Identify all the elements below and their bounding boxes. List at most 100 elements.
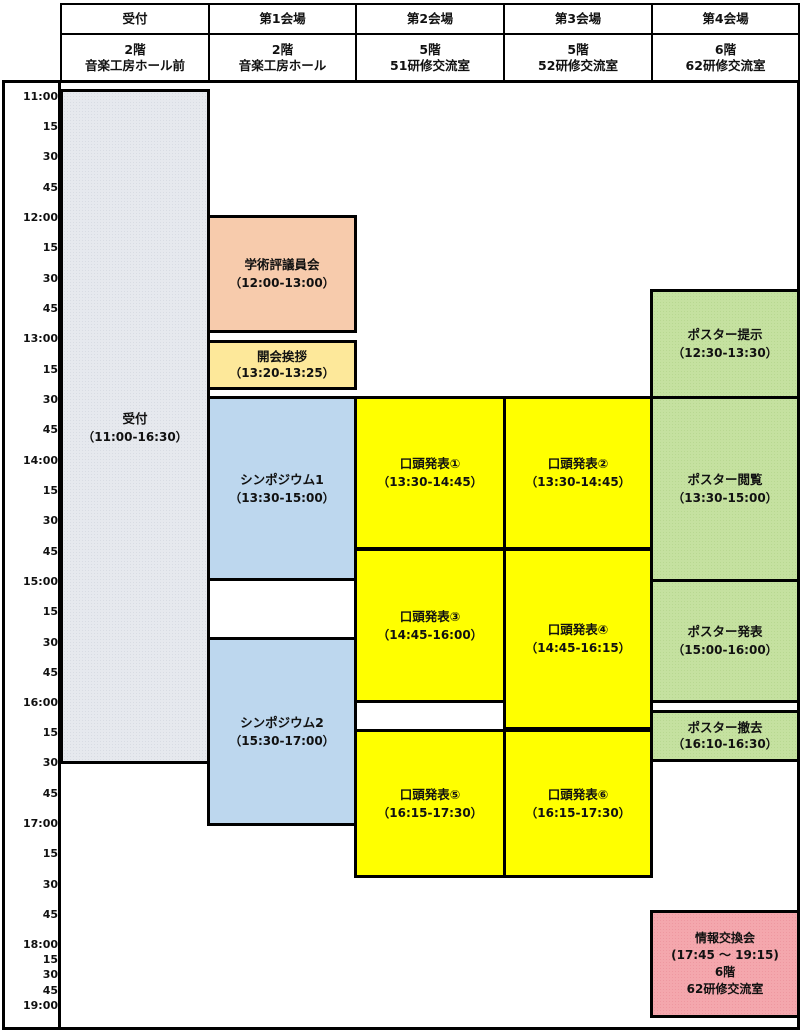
time-label: 45 xyxy=(42,423,58,436)
time-label: 15:00 xyxy=(22,575,58,588)
event-oral-1[interactable]: 口頭発表① （13:30-14:45） xyxy=(354,396,506,550)
time-label: 13:00 xyxy=(22,332,58,345)
time-label: 15 xyxy=(42,953,58,966)
venue-name: 第2会場 xyxy=(406,11,454,26)
event-oral-5[interactable]: 口頭発表⑤ （16:15-17:30） xyxy=(354,729,506,878)
event-time: (17:45 ～ 19:15) xyxy=(671,948,779,962)
floor-label: 5階 xyxy=(567,42,589,57)
event-reception[interactable]: 受付 （11:00-16:30） xyxy=(60,89,210,764)
time-label: 15 xyxy=(42,241,58,254)
time-label: 30 xyxy=(42,878,58,891)
event-symposium-1[interactable]: シンポジウム1 （13:30-15:00） xyxy=(207,396,357,581)
schedule-frame-right-edge xyxy=(797,80,800,1030)
room-label: 62研修交流室 xyxy=(685,58,766,73)
header-venue-3: 第3会場 xyxy=(503,3,653,35)
floor-label: 5階 xyxy=(419,42,441,57)
event-time: （12:30-13:30） xyxy=(672,346,778,360)
time-label: 17:00 xyxy=(22,817,58,830)
event-oral-3[interactable]: 口頭発表③ （14:45-16:00） xyxy=(354,548,506,703)
time-label: 30 xyxy=(42,272,58,285)
event-time: （13:20-13:25） xyxy=(229,366,335,380)
venue-name: 第3会場 xyxy=(554,11,602,26)
event-title: 口頭発表④ xyxy=(547,622,609,637)
time-label: 15 xyxy=(42,605,58,618)
time-label: 15 xyxy=(42,120,58,133)
time-label: 18:00 xyxy=(22,938,58,951)
event-time: （14:45-16:00） xyxy=(377,627,483,642)
schedule-frame xyxy=(2,80,800,1030)
floor-label: 6階 xyxy=(714,42,737,57)
header-venue-4: 第4会場 xyxy=(651,3,800,35)
event-poster-setup[interactable]: ポスター提示 （12:30-13:30） xyxy=(650,289,800,399)
header-venue-1: 第1会場 xyxy=(208,3,357,35)
event-room: 62研修交流室 xyxy=(686,982,764,996)
time-label: 30 xyxy=(42,514,58,527)
event-floor: 6階 xyxy=(714,965,736,979)
time-label: 45 xyxy=(42,984,58,997)
time-axis-divider xyxy=(58,80,61,1030)
event-time: （13:30-15:00） xyxy=(229,490,335,505)
time-label: 30 xyxy=(42,636,58,649)
time-label: 11:00 xyxy=(22,90,58,103)
header-venue-2: 第2会場 xyxy=(355,3,505,35)
header-location-1: 2階 音楽工房ホール xyxy=(208,33,357,83)
event-poster-present[interactable]: ポスター発表 （15:00-16:00） xyxy=(650,579,800,703)
header-location-3: 5階 52研修交流室 xyxy=(503,33,653,83)
event-title: 受付 xyxy=(122,411,148,426)
header-location-2: 5階 51研修交流室 xyxy=(355,33,505,83)
event-poster-remove[interactable]: ポスター撤去 （16:10-16:30） xyxy=(650,710,800,762)
event-time: （16:15-17:30） xyxy=(525,805,631,820)
time-label: 45 xyxy=(42,666,58,679)
event-social[interactable]: 情報交換会 (17:45 ～ 19:15) 6階 62研修交流室 xyxy=(650,910,800,1018)
event-title: 口頭発表② xyxy=(547,456,609,471)
room-label: 音楽工房ホール前 xyxy=(84,58,185,73)
time-axis: 11:00 15 30 45 12:00 15 30 45 13:00 15 3… xyxy=(0,0,58,1031)
event-oral-6[interactable]: 口頭発表⑥ （16:15-17:30） xyxy=(503,729,653,878)
time-label: 12:00 xyxy=(22,211,58,224)
room-label: 音楽工房ホール xyxy=(238,58,327,73)
time-label: 19:00 xyxy=(22,999,58,1012)
event-title: 口頭発表⑤ xyxy=(399,786,461,802)
event-time: （11:00-16:30） xyxy=(82,430,188,444)
time-label: 15 xyxy=(42,484,58,497)
event-oral-4[interactable]: 口頭発表④ （14:45-16:15） xyxy=(503,548,653,730)
event-time: （13:30-14:45） xyxy=(377,475,483,489)
event-title: 口頭発表③ xyxy=(399,608,461,624)
event-opening[interactable]: 開会挨拶 （13:20-13:25） xyxy=(207,340,357,390)
event-title: ポスター発表 xyxy=(687,624,763,639)
event-poster-view[interactable]: ポスター閲覧 （13:30-15:00） xyxy=(650,396,800,582)
event-title: 情報交換会 xyxy=(694,931,755,945)
header-venue-reception: 受付 xyxy=(60,3,210,35)
time-label: 15 xyxy=(42,726,58,739)
time-label: 45 xyxy=(42,181,58,194)
event-symposium-2[interactable]: シンポジウム2 （15:30-17:00） xyxy=(207,637,357,826)
event-title: 口頭発表① xyxy=(399,456,461,471)
time-label: 15 xyxy=(42,847,58,860)
event-oral-2[interactable]: 口頭発表② （13:30-14:45） xyxy=(503,396,653,550)
time-label: 30 xyxy=(42,150,58,163)
room-label: 51研修交流室 xyxy=(390,58,470,73)
time-label: 45 xyxy=(42,908,58,921)
time-label: 45 xyxy=(42,302,58,315)
event-time: （15:30-17:00） xyxy=(229,733,335,748)
event-title: シンポジウム2 xyxy=(240,714,324,730)
event-title: 学術評議員会 xyxy=(244,257,320,272)
event-title: ポスター提示 xyxy=(687,327,763,342)
event-time: （16:15-17:30） xyxy=(377,805,483,820)
event-title: シンポジウム1 xyxy=(240,471,324,487)
event-title: 口頭発表⑥ xyxy=(547,786,609,802)
event-time: （12:00-13:00） xyxy=(229,276,335,290)
venue-name: 第1会場 xyxy=(259,11,306,26)
venue-name: 第4会場 xyxy=(702,11,749,26)
time-label: 30 xyxy=(42,393,58,406)
room-label: 52研修交流室 xyxy=(538,58,618,73)
floor-label: 2階 xyxy=(271,42,294,57)
time-label: 45 xyxy=(42,787,58,800)
event-title: ポスター閲覧 xyxy=(687,472,763,487)
time-label: 16:00 xyxy=(22,696,58,709)
event-title: 開会挨拶 xyxy=(256,349,307,364)
time-label: 30 xyxy=(42,756,58,769)
event-title: ポスター撤去 xyxy=(687,720,763,735)
floor-label: 2階 xyxy=(124,42,146,57)
event-council[interactable]: 学術評議員会 （12:00-13:00） xyxy=(207,215,357,333)
